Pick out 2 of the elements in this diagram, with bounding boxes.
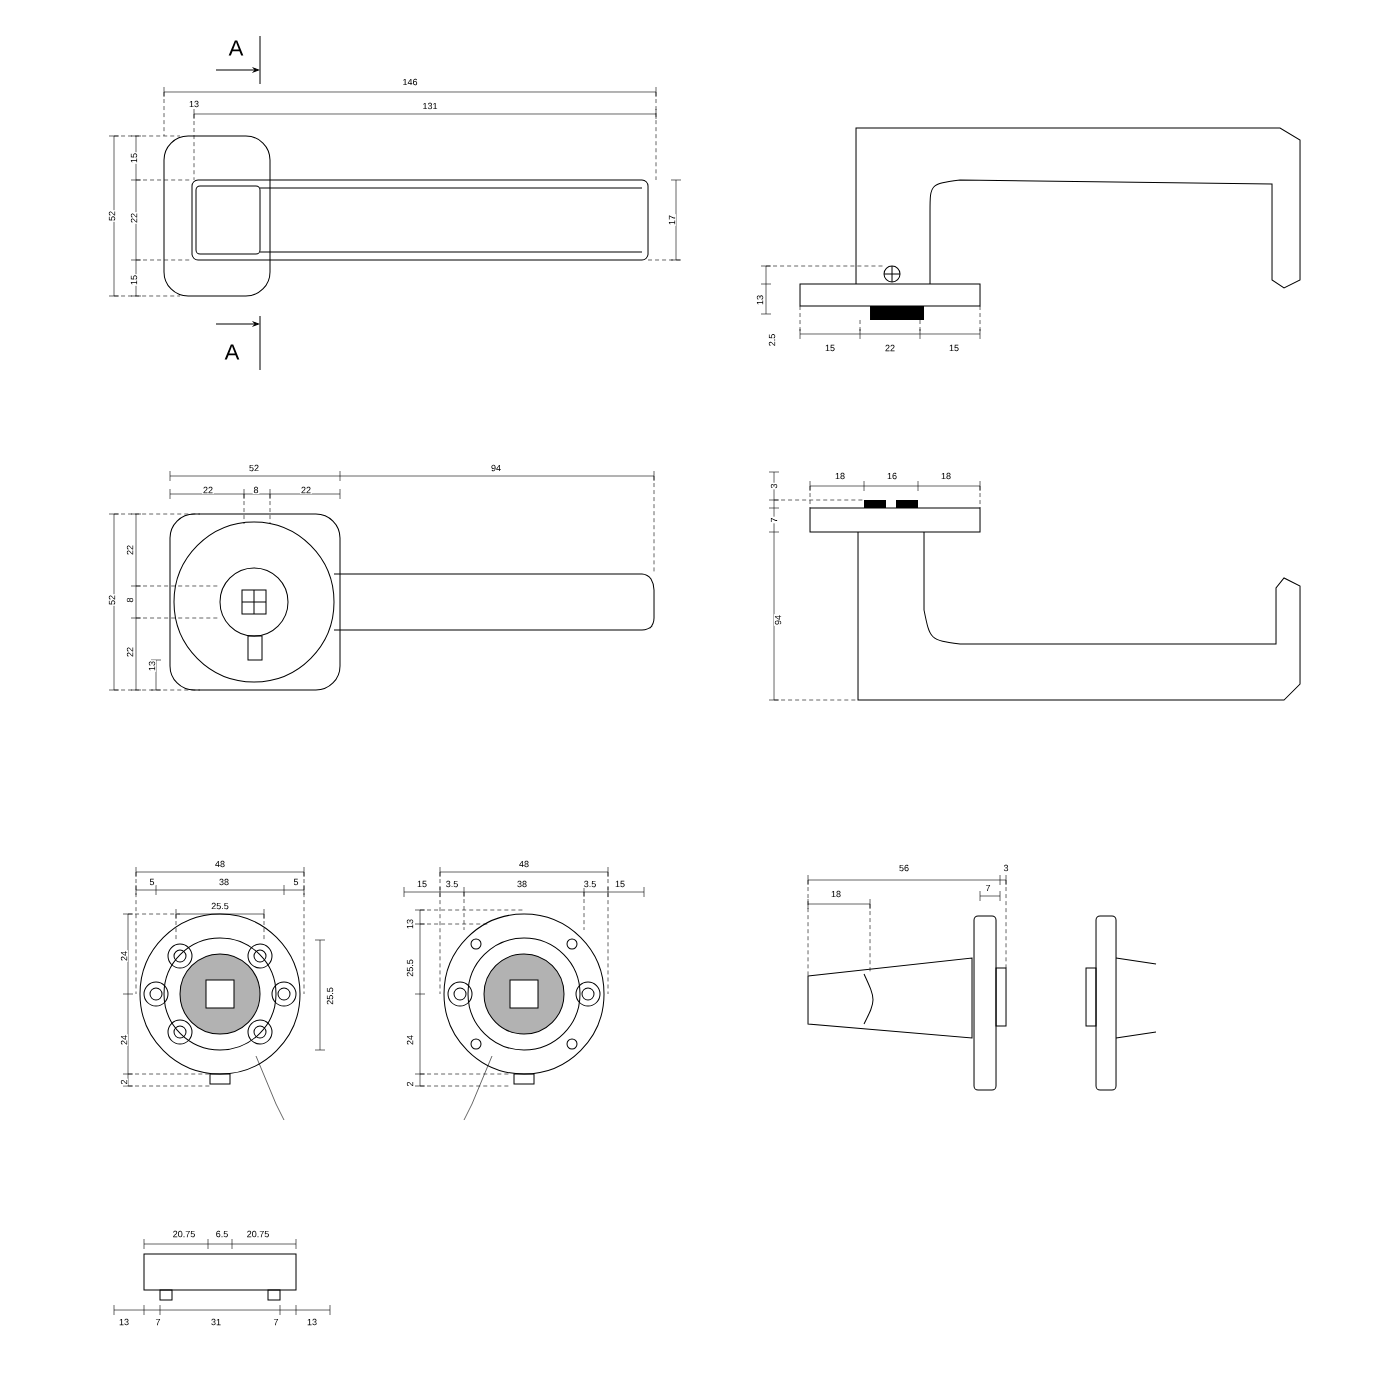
section-label: A bbox=[223, 343, 241, 361]
section-label: A bbox=[227, 39, 245, 57]
